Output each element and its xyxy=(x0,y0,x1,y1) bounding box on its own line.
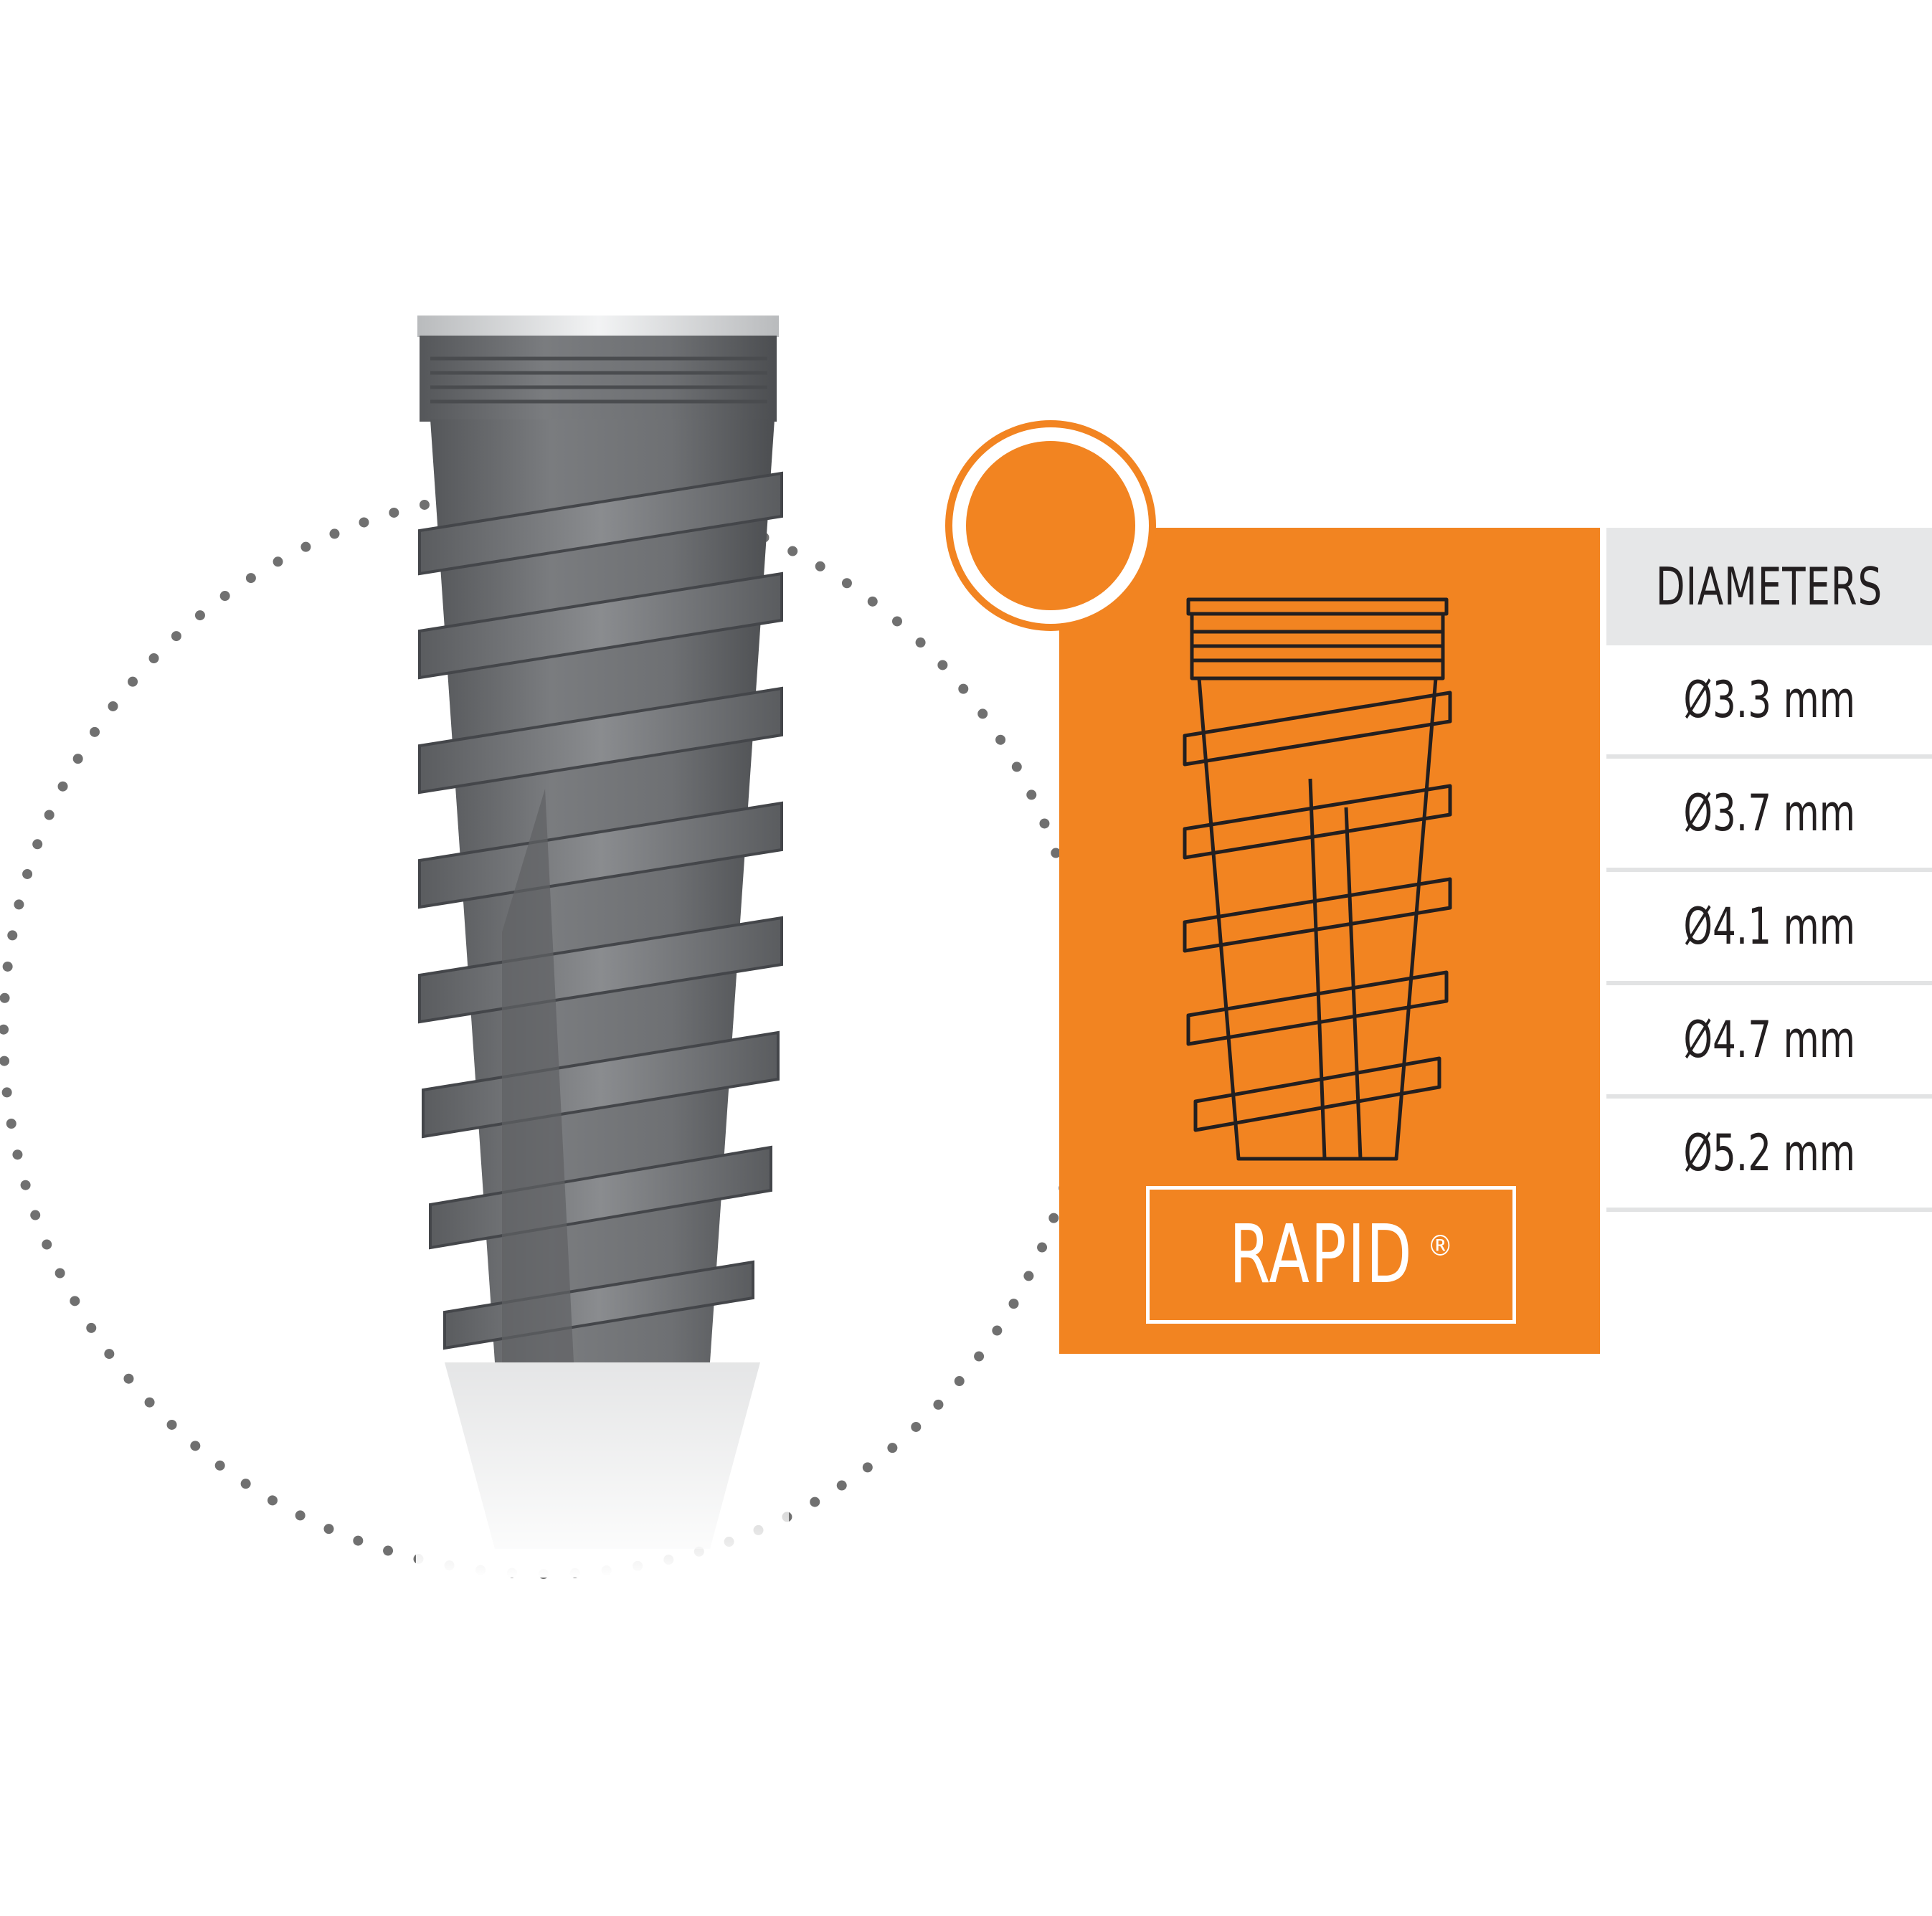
table-row: Ø5.2 mm xyxy=(1606,1099,1932,1212)
diameter-value: Ø5.2 mm xyxy=(1683,1124,1855,1182)
diameters-table: DIAMETERS Ø3.3 mm Ø3.7 mm Ø4.1 mm Ø4.7 m… xyxy=(1606,528,1932,1212)
orange-circle-badge-icon xyxy=(966,441,1135,610)
table-row: Ø3.3 mm xyxy=(1606,645,1932,759)
table-header-label: DIAMETERS xyxy=(1655,556,1883,617)
table-row: Ø4.1 mm xyxy=(1606,872,1932,985)
dental-implant-render-icon xyxy=(416,316,789,1578)
diameter-value: Ø4.7 mm xyxy=(1683,1010,1855,1069)
table-header: DIAMETERS xyxy=(1606,528,1932,645)
table-row: Ø4.7 mm xyxy=(1606,985,1932,1099)
diameter-value: Ø3.7 mm xyxy=(1683,784,1855,843)
brand-label: RAPID ® xyxy=(1146,1186,1516,1324)
dental-implant-outline-icon xyxy=(1183,597,1452,1161)
diameter-value: Ø3.3 mm xyxy=(1683,670,1855,729)
brand-name: RAPID xyxy=(1228,1208,1414,1301)
table-row: Ø3.7 mm xyxy=(1606,759,1932,872)
registered-mark: ® xyxy=(1427,1230,1454,1263)
diameter-value: Ø4.1 mm xyxy=(1683,897,1855,956)
